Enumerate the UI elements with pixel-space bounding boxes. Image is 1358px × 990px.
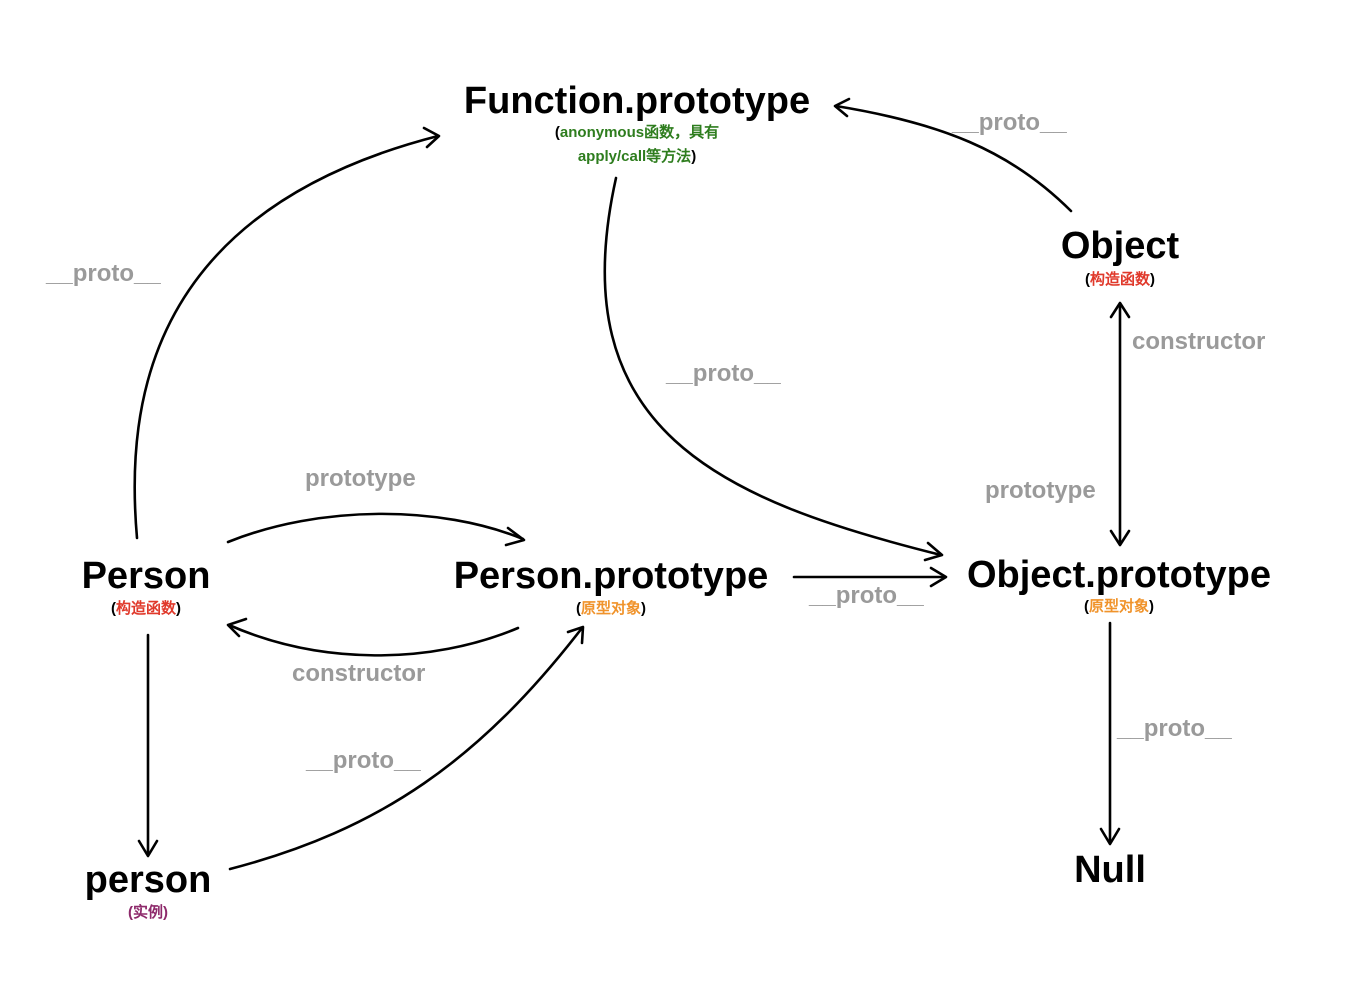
arrowhead <box>504 526 526 547</box>
edge-label-object-proto: __proto__ <box>952 109 1067 136</box>
arrowhead <box>1099 827 1121 846</box>
function-prototype-note-line1: anonymous函数，具有 <box>559 124 720 141</box>
paren-open: ( <box>554 124 560 141</box>
person-prototype-note: 原型对象 <box>580 600 642 617</box>
arrowhead <box>137 839 159 858</box>
node-person-prototype-title: Person.prototype <box>453 555 769 597</box>
edge-function-proto-to-object-proto <box>603 176 943 557</box>
node-person-prototype-subtitle: (原型对象) <box>576 597 646 621</box>
edge-label-person-constructor: constructor <box>292 660 426 687</box>
paren-open: ( <box>110 600 116 617</box>
arrowhead <box>833 97 851 118</box>
edge-label-object-constructor: constructor <box>1132 328 1266 355</box>
edge-label-person-proto: __proto__ <box>46 260 161 287</box>
node-object-prototype-subtitle: (原型对象) <box>1084 595 1154 619</box>
person-note: 构造函数 <box>115 600 177 617</box>
paren-open: ( <box>1084 271 1090 288</box>
arrowhead <box>566 625 585 645</box>
edge-label-person-prototype: prototype <box>305 465 416 492</box>
edge-label-function-proto-proto: __proto__ <box>666 360 781 387</box>
node-person-instance-subtitle: (实例) <box>128 901 168 925</box>
paren-open: ( <box>127 904 133 921</box>
node-person-title: Person <box>81 555 211 597</box>
node-object-subtitle: (构造函数) <box>1085 268 1155 292</box>
edge-instance-to-person-proto <box>228 626 584 871</box>
node-person-subtitle: (构造函数) <box>111 597 181 621</box>
edge-person-to-function-proto <box>133 134 440 540</box>
arrowhead <box>1109 301 1131 319</box>
paren-close: ) <box>641 600 647 617</box>
node-object-prototype-title: Object.prototype <box>966 554 1272 596</box>
function-prototype-note-line2: apply/call等方法 <box>577 148 692 165</box>
edge-label-object-prototype: prototype <box>985 477 1096 504</box>
object-note: 构造函数 <box>1089 271 1151 288</box>
node-function-prototype-subtitle: (anonymous函数，具有 apply/call等方法) <box>555 121 719 169</box>
node-object-title: Object <box>1060 225 1180 267</box>
node-person-instance-title: person <box>84 859 212 901</box>
arrowhead <box>226 617 248 638</box>
paren-open: ( <box>1083 598 1089 615</box>
arrowhead <box>923 541 944 562</box>
node-function-prototype-title: Function.prototype <box>463 80 811 122</box>
edge-object-to-function-proto <box>834 104 1073 213</box>
paren-close: ) <box>691 148 697 165</box>
paren-open: ( <box>575 600 581 617</box>
edge-label-instance-proto: __proto__ <box>306 747 421 774</box>
arrowhead <box>929 566 948 588</box>
arrowhead <box>1109 529 1131 547</box>
instance-note: 实例 <box>132 904 164 921</box>
paren-close: ) <box>1149 598 1155 615</box>
edge-label-person-proto-to-object-proto: __proto__ <box>809 582 924 609</box>
node-null-title: Null <box>1074 849 1146 891</box>
paren-close: ) <box>1150 271 1156 288</box>
edge-person-prototype <box>226 512 525 544</box>
paren-close: ) <box>163 904 169 921</box>
object-prototype-note: 原型对象 <box>1088 598 1150 615</box>
edge-person-constructor <box>227 623 520 657</box>
arrowhead <box>422 126 441 149</box>
edge-label-object-proto-to-null: __proto__ <box>1117 715 1232 742</box>
paren-close: ) <box>176 600 182 617</box>
